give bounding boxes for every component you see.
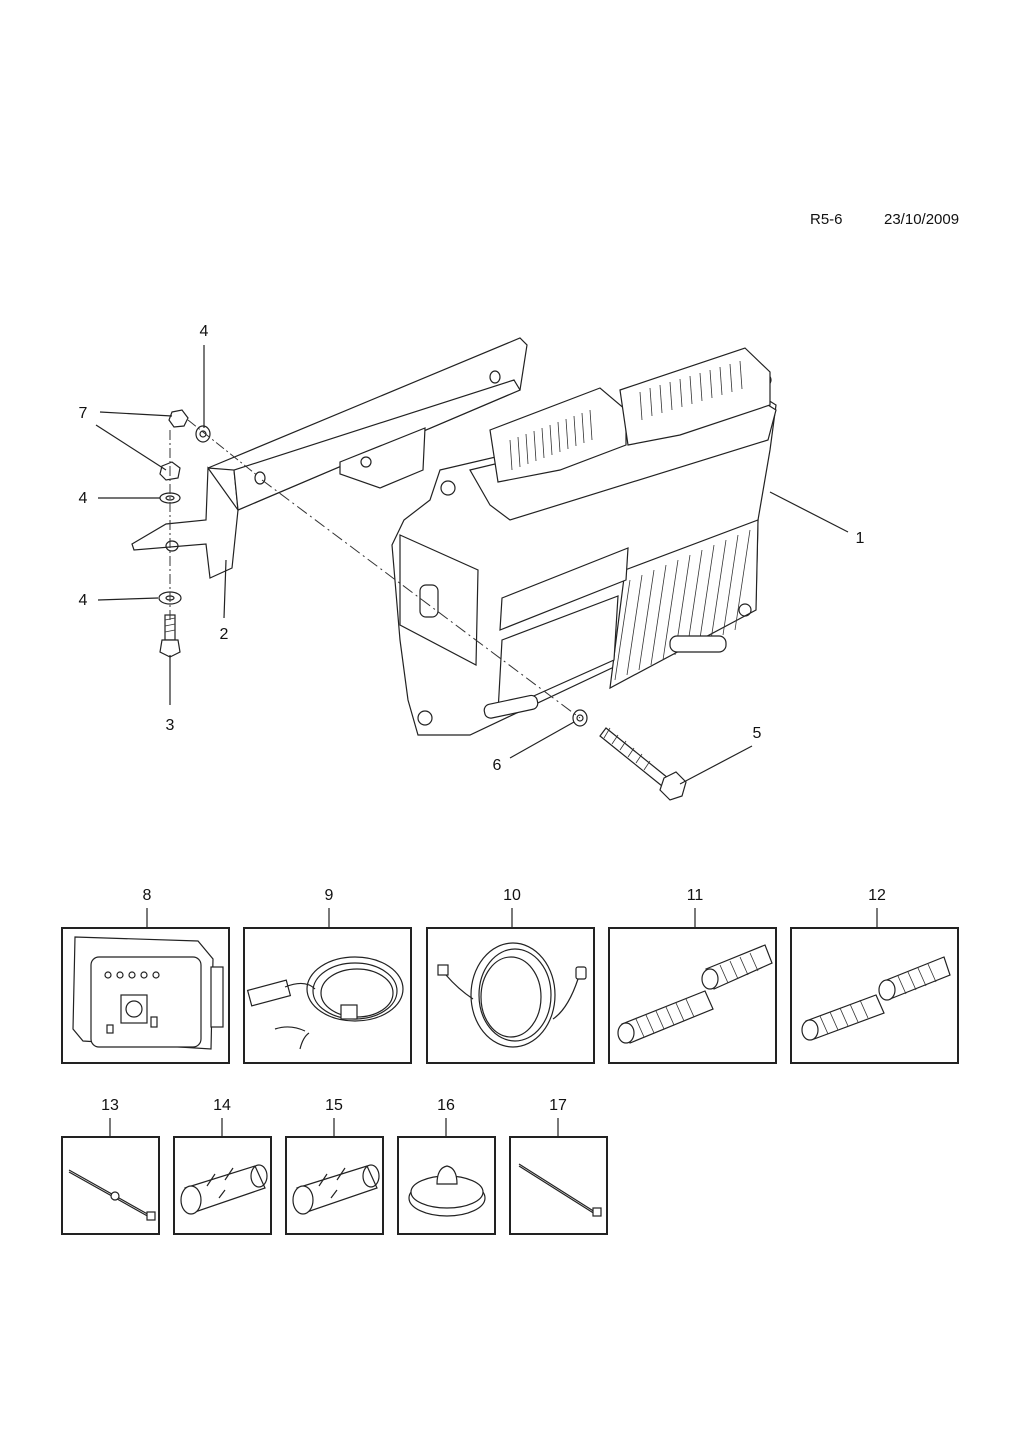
kit-label-17: 17 — [549, 1097, 567, 1114]
callout-6: 6 — [492, 757, 502, 774]
kit-box-14 — [173, 1136, 272, 1235]
kit-box-8 — [61, 927, 230, 1064]
mounting-bracket — [131, 337, 528, 579]
callout-1: 1 — [855, 530, 865, 547]
callout-4-middle: 4 — [78, 490, 88, 507]
kit-label-12: 12 — [868, 887, 886, 904]
kit-label-8: 8 — [142, 887, 152, 904]
callout-2: 2 — [219, 626, 229, 643]
kit-label-15: 15 — [325, 1097, 343, 1114]
cable-tie-icon — [68, 1169, 156, 1221]
diagram-date: 23/10/2009 — [884, 211, 960, 228]
clip-icon — [180, 1164, 268, 1215]
fasteners — [158, 409, 687, 801]
control-panel-icon — [72, 936, 224, 1050]
corrugated-tube-icon — [617, 944, 773, 1044]
kit-label-16: 16 — [437, 1097, 455, 1114]
leader-lines — [95, 345, 878, 1138]
corrugated-tube-icon — [801, 956, 951, 1041]
cable-coil-icon — [437, 942, 587, 1048]
callout-3: 3 — [165, 717, 175, 734]
callout-4-top: 4 — [199, 323, 209, 340]
clip-icon — [292, 1164, 380, 1215]
kit-box-10 — [426, 927, 595, 1064]
kit-box-9 — [243, 927, 412, 1064]
engine-control-unit — [391, 347, 777, 736]
callout-4-bottom: 4 — [78, 592, 88, 609]
diagram-reference: R5-6 — [810, 211, 843, 228]
kit-box-12 — [790, 927, 959, 1064]
cable-tie-icon — [518, 1163, 602, 1217]
kit-label-14: 14 — [213, 1097, 231, 1114]
kit-box-15 — [285, 1136, 384, 1235]
callout-7: 7 — [78, 405, 88, 422]
wiring-harness-icon — [246, 956, 404, 1050]
kit-label-9: 9 — [324, 887, 334, 904]
grommet-icon — [408, 1165, 486, 1217]
kit-box-11 — [608, 927, 777, 1064]
kit-label-10: 10 — [503, 887, 521, 904]
kit-label-13: 13 — [101, 1097, 119, 1114]
kit-box-16 — [397, 1136, 496, 1235]
kit-label-11: 11 — [686, 887, 704, 904]
kit-box-17 — [509, 1136, 608, 1235]
kit-box-13 — [61, 1136, 160, 1235]
callout-5: 5 — [752, 725, 762, 742]
